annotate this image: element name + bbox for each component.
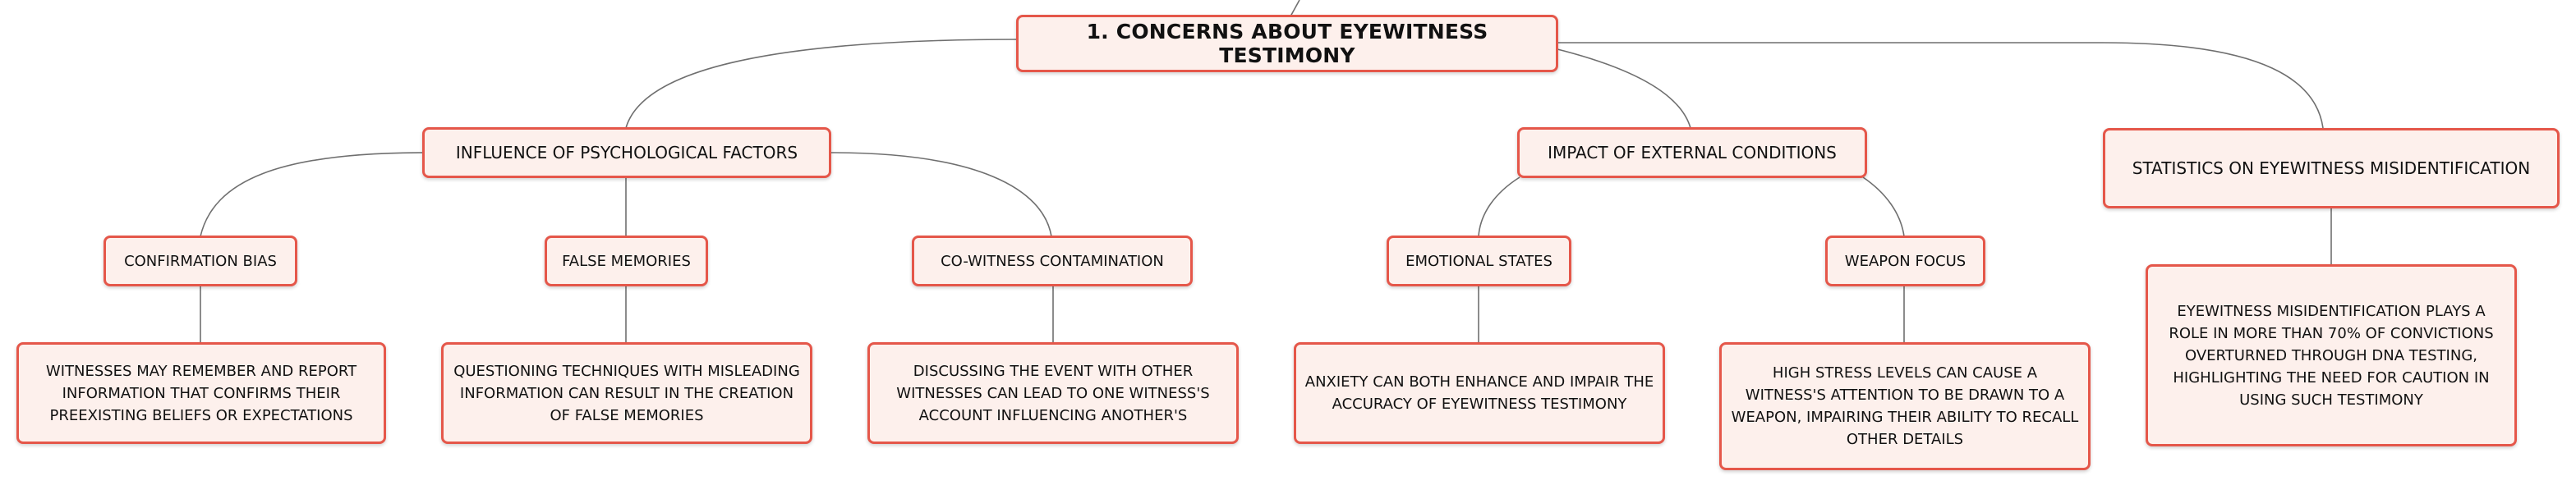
detail-emotional-states[interactable]: ANXIETY CAN BOTH ENHANCE AND IMPAIR THE …: [1294, 342, 1665, 444]
detail-false-memories[interactable]: QUESTIONING TECHNIQUES WITH MISLEADING I…: [441, 342, 812, 444]
detail-confirmation-bias[interactable]: WITNESSES MAY REMEMBER AND REPORT INFORM…: [16, 342, 386, 444]
subtopic-confirmation-bias[interactable]: CONFIRMATION BIAS: [104, 236, 297, 286]
topic-external-conditions[interactable]: IMPACT OF EXTERNAL CONDITIONS: [1517, 127, 1867, 178]
detail-misidentification-statistics[interactable]: EYEWITNESS MISIDENTIFICATION PLAYS A ROL…: [2146, 264, 2517, 446]
subtopic-weapon-focus[interactable]: WEAPON FOCUS: [1825, 236, 1985, 286]
detail-co-witness-contamination[interactable]: DISCUSSING THE EVENT WITH OTHER WITNESSE…: [867, 342, 1239, 444]
connector-to-parent: [1290, 0, 1300, 17]
connector-psych-cowitness: [830, 152, 1052, 237]
subtopic-co-witness-contamination[interactable]: CO-WITNESS CONTAMINATION: [912, 236, 1193, 286]
subtopic-false-memories[interactable]: FALSE MEMORIES: [545, 236, 708, 286]
connector-root-topic-psychological: [625, 39, 1019, 129]
root-node[interactable]: 1. CONCERNS ABOUT EYEWITNESS TESTIMONY: [1016, 15, 1558, 72]
connector-psych-confirmation: [200, 152, 425, 237]
connector-external-weapon: [1862, 176, 1905, 237]
connector-root-topic-external: [1557, 48, 1691, 129]
connector-external-emotional: [1478, 176, 1520, 237]
topic-psychological-factors[interactable]: INFLUENCE OF PSYCHOLOGICAL FACTORS: [422, 127, 831, 178]
connector-root-topic-statistics: [1557, 42, 2324, 129]
detail-weapon-focus[interactable]: HIGH STRESS LEVELS CAN CAUSE A WITNESS'S…: [1719, 342, 2091, 470]
subtopic-emotional-states[interactable]: EMOTIONAL STATES: [1387, 236, 1571, 286]
topic-misidentification-statistics[interactable]: STATISTICS ON EYEWITNESS MISIDENTIFICATI…: [2103, 128, 2560, 208]
